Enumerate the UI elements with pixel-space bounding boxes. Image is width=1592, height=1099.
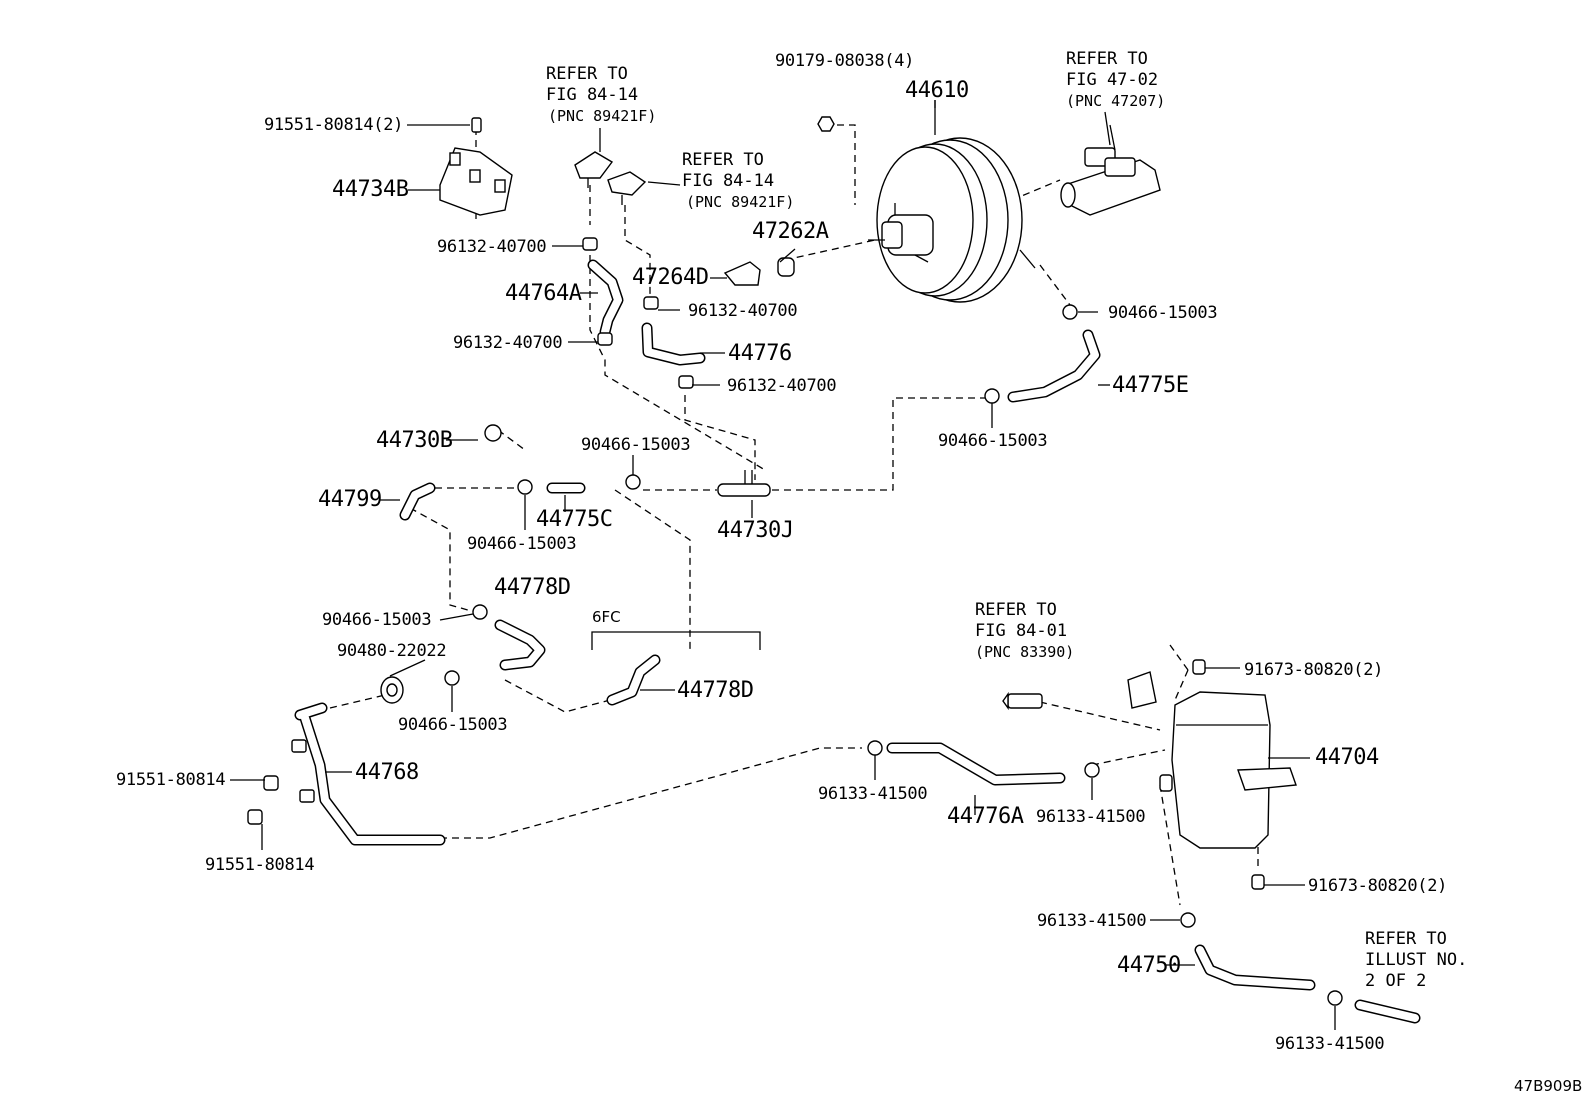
label-44768: 44768: [355, 760, 419, 785]
label-44730J: 44730J: [717, 518, 793, 543]
label-96132-40700-a: 96132-40700: [437, 237, 546, 257]
vacuum-switch-reference: [1002, 691, 1043, 711]
label-44610: 44610: [905, 78, 969, 103]
label-47262A: 47262A: [752, 219, 829, 244]
label-44778D-lower: 44778D: [677, 678, 753, 703]
pipe-44768: [291, 702, 446, 846]
label-90466-15003-f: 90466-15003: [398, 715, 507, 735]
number-labels: 91551-80814(2) 90179-08038(4) 96132-4070…: [116, 51, 1582, 1095]
reference-note-3: REFER TO FIG 47-02 (PNC 47207): [1066, 49, 1165, 110]
label-44775E: 44775E: [1112, 373, 1188, 398]
label-91551-80814-2: 91551-80814(2): [264, 115, 403, 135]
label-44730B: 44730B: [376, 428, 453, 453]
label-91551-80814-b: 91551-80814: [205, 855, 314, 875]
svg-text:REFER TO: REFER TO: [1066, 49, 1148, 69]
label-90466-15003-a: 90466-15003: [1108, 303, 1217, 323]
svg-text:FIG 84-01: FIG 84-01: [975, 621, 1067, 641]
vsv-sensor-2: [607, 171, 647, 205]
label-96132-40700-b: 96132-40700: [688, 301, 797, 321]
hoses: [399, 259, 1421, 1024]
svg-text:(PNC 89421F): (PNC 89421F): [686, 193, 794, 211]
label-44776A: 44776A: [947, 804, 1024, 829]
label-44778D-upper: 44778D: [494, 575, 570, 600]
part-labels: 44610 44734B 44764A 47264D 47262A 44776 …: [318, 78, 1379, 978]
svg-text:(PNC 47207): (PNC 47207): [1066, 92, 1165, 110]
union-44730J: [717, 470, 771, 497]
brake-booster-44610: [868, 100, 1036, 303]
nut-90179-08038: [817, 116, 835, 132]
label-91551-80814-a: 91551-80814: [116, 770, 225, 790]
reference-note-1: REFER TO FIG 84-14 (PNC 89421F): [546, 64, 656, 125]
connection-lines: [329, 124, 1259, 906]
label-90179-08038-4: 90179-08038(4): [775, 51, 914, 71]
svg-text:FIG 84-14: FIG 84-14: [682, 171, 774, 191]
label-90466-15003-d: 90466-15003: [467, 534, 576, 554]
label-44750: 44750: [1117, 953, 1181, 978]
label-44764A: 44764A: [505, 281, 582, 306]
label-96133-41500-c: 96133-41500: [1037, 911, 1146, 931]
svg-text:FIG 84-14: FIG 84-14: [546, 85, 638, 105]
figure-code: 47B909B: [1514, 1077, 1582, 1095]
svg-text:ILLUST NO.: ILLUST NO.: [1365, 950, 1467, 970]
label-96132-40700-c: 96132-40700: [453, 333, 562, 353]
label-44799: 44799: [318, 487, 382, 512]
svg-text:REFER TO: REFER TO: [682, 150, 764, 170]
label-96133-41500-d: 96133-41500: [1275, 1034, 1384, 1054]
label-91673-80820-b: 91673-80820(2): [1308, 876, 1447, 896]
svg-text:REFER TO: REFER TO: [975, 600, 1057, 620]
vacuum-tank-44704: [1127, 671, 1297, 849]
label-90466-15003-e: 90466-15003: [322, 610, 431, 630]
leader-lines: [230, 100, 1336, 1030]
variant-6FC-bracket: [591, 631, 761, 650]
label-96132-40700-d: 96132-40700: [727, 376, 836, 396]
label-44776: 44776: [728, 341, 792, 366]
reference-leaders: [599, 111, 1111, 186]
label-44734B: 44734B: [332, 177, 409, 202]
check-valve-47262A: [777, 257, 795, 277]
label-6FC: 6FC: [592, 608, 621, 626]
label-96133-41500-a: 96133-41500: [818, 784, 927, 804]
svg-text:REFER TO: REFER TO: [546, 64, 628, 84]
bracket-47264D: [710, 261, 761, 286]
reference-notes: REFER TO FIG 84-14 (PNC 89421F) REFER TO…: [546, 49, 1467, 991]
label-90466-15003-b: 90466-15003: [938, 431, 1047, 451]
label-47264D: 47264D: [632, 265, 708, 290]
svg-text:FIG 47-02: FIG 47-02: [1066, 70, 1158, 90]
master-cylinder-reference: [1060, 124, 1161, 216]
label-96133-41500-b: 96133-41500: [1036, 807, 1145, 827]
svg-text:(PNC 83390): (PNC 83390): [975, 643, 1074, 661]
svg-text:2 OF 2: 2 OF 2: [1365, 971, 1426, 991]
reference-note-2: REFER TO FIG 84-14 (PNC 89421F): [682, 150, 794, 211]
svg-text:REFER TO: REFER TO: [1365, 929, 1447, 949]
label-90466-15003-c: 90466-15003: [581, 435, 690, 455]
label-44704: 44704: [1315, 745, 1379, 770]
vsv-sensor-1: [574, 151, 614, 188]
svg-text:(PNC 89421F): (PNC 89421F): [548, 107, 656, 125]
label-44775C: 44775C: [536, 507, 612, 532]
reference-note-4: REFER TO FIG 84-01 (PNC 83390): [975, 600, 1074, 661]
reference-note-5: REFER TO ILLUST NO. 2 OF 2: [1365, 929, 1467, 991]
label-90480-22022: 90480-22022: [337, 641, 446, 661]
clamps-and-bolts: [247, 237, 1343, 1006]
label-91673-80820-a: 91673-80820(2): [1244, 660, 1383, 680]
bracket-44734B: [439, 117, 513, 216]
